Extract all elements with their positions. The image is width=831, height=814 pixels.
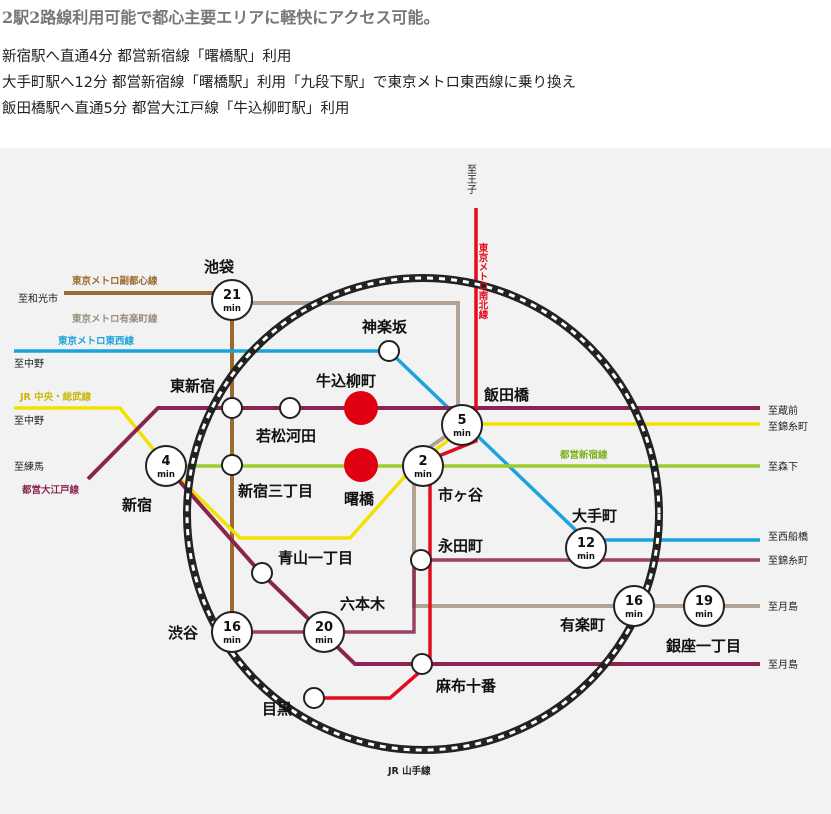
station-label-roppongi: 六本木 [340, 595, 386, 613]
station-label-akebonobashi: 曙橋 [344, 490, 375, 508]
time-unit: min [577, 552, 595, 562]
dest-nakano-tozai: 至中野 [14, 357, 44, 370]
time-badge-shibuya: 16 min [211, 611, 253, 653]
station-label-yurakucho: 有楽町 [560, 616, 605, 634]
station-label-ushigomeyanagicho: 牛込柳町 [316, 372, 376, 390]
time-value: 16 [625, 594, 643, 609]
time-badge-ikebukuro: 21 min [211, 279, 253, 321]
station-label-nagatacho: 永田町 [437, 537, 483, 555]
time-unit: min [414, 470, 432, 480]
line-tozai [14, 349, 760, 542]
home-station-akebonobashi [344, 448, 378, 482]
label-tozai: 東京メトロ東西線 [57, 335, 135, 347]
station-label-iidabashi: 飯田橋 [483, 386, 530, 404]
time-badge-ginzaitchome: 19 min [683, 585, 725, 627]
time-badge-yurakucho: 16 min [613, 585, 655, 627]
access-line: 飯田橋駅へ直通5分 都営大江戸線「牛込柳町駅」利用 [2, 101, 350, 117]
dest-nerima: 至練馬 [14, 460, 44, 473]
station-label-meguro: 目黒 [262, 700, 292, 718]
dest-tsukishima-1: 至月島 [768, 600, 798, 613]
station-label-shibuya: 渋谷 [168, 624, 199, 642]
station-label-ginzaitchome: 銀座一丁目 [666, 637, 741, 655]
time-badge-ichigaya: 2 min [402, 445, 444, 487]
dest-nakano-chuo: 至中野 [14, 414, 44, 427]
label-oedo: 都営大江戸線 [21, 484, 80, 496]
station-label-azabujuban: 麻布十番 [435, 677, 497, 695]
time-value: 20 [315, 620, 333, 635]
line-oedo [86, 406, 760, 481]
station-label-ichigaya: 市ヶ谷 [438, 486, 484, 504]
station-label-higashishinjuku: 東新宿 [170, 377, 215, 395]
dest-tsukishima-2: 至月島 [768, 658, 798, 671]
time-unit: min [223, 304, 241, 314]
dest-kuramae: 至蔵前 [768, 404, 798, 417]
label-fukutoshin: 東京メトロ副都心線 [71, 275, 158, 287]
time-badge-otemachi: 12 min [565, 527, 607, 569]
route-map-svg: 東京メトロ副都心線 東京メトロ有楽町線 東京メトロ東西線 JR 中央・総武線 都… [0, 148, 831, 814]
station-label-kagurazaka: 神楽坂 [362, 318, 408, 336]
time-value: 16 [223, 620, 241, 635]
time-unit: min [157, 470, 175, 480]
station-dot-kagurazaka [378, 340, 400, 362]
time-unit: min [453, 429, 471, 439]
dest-kinshicho-2: 至錦糸町 [768, 554, 808, 567]
dest-oji: 至王子 [465, 164, 477, 194]
yamanote-ring-dash [185, 276, 661, 752]
line-hibiya [412, 423, 760, 608]
line-yurakucho [232, 301, 460, 419]
route-map: 東京メトロ副都心線 東京メトロ有楽町線 東京メトロ東西線 JR 中央・総武線 都… [0, 148, 831, 814]
time-value: 4 [161, 454, 170, 469]
time-value: 2 [418, 454, 427, 469]
station-dot-nagatacho [410, 549, 432, 571]
time-unit: min [625, 610, 643, 620]
time-value: 19 [695, 594, 713, 609]
time-value: 5 [457, 413, 466, 428]
dest-nishifunabashi: 至西船橋 [768, 530, 808, 543]
time-badge-iidabashi: 5 min [441, 404, 483, 446]
access-summary: 新宿駅へ直通4分 都営新宿線「曙橋駅」利用 大手町駅へ12分 都営新宿線「曙橋駅… [2, 44, 576, 122]
time-unit: min [315, 636, 333, 646]
dest-kinshicho-1: 至錦糸町 [768, 420, 808, 433]
line-oedo-south [164, 464, 760, 666]
headline: 2駅2路線利用可能で都心主要エリアに軽快にアクセス可能。 [2, 8, 440, 27]
station-label-otemachi: 大手町 [572, 507, 617, 525]
dest-wakoshi: 至和光市 [18, 292, 58, 305]
time-badge-roppongi: 20 min [303, 611, 345, 653]
station-label-ikebukuro: 池袋 [204, 258, 235, 276]
station-label-wakamatsukawada: 若松河田 [255, 427, 316, 445]
label-shinjuku: 都営新宿線 [559, 449, 608, 461]
station-label-shinjuku: 新宿 [122, 496, 152, 514]
station-dot-wakamatsukawada [279, 397, 301, 419]
station-dot-shinjukusanchome [221, 454, 243, 476]
label-namboku: 東京メトロ南北線 [477, 242, 490, 320]
label-yamanote: JR 山手線 [387, 765, 431, 777]
station-label-aoyamaitchome: 青山一丁目 [278, 549, 353, 567]
station-dot-azabujuban [411, 653, 433, 675]
access-line: 新宿駅へ直通4分 都営新宿線「曙橋駅」利用 [2, 49, 292, 65]
station-dot-meguro [303, 687, 325, 709]
access-line: 大手町駅へ12分 都営新宿線「曙橋駅」利用「九段下駅」で東京メトロ東西線に乗り換… [2, 75, 577, 91]
time-value: 21 [223, 288, 241, 303]
station-dot-higashishinjuku [221, 397, 243, 419]
time-value: 12 [577, 536, 595, 551]
time-unit: min [223, 636, 241, 646]
station-label-shinjukusanchome: 新宿三丁目 [238, 482, 313, 500]
dest-morishita: 至森下 [768, 460, 798, 473]
label-yurakucho: 東京メトロ有楽町線 [71, 313, 158, 325]
time-unit: min [695, 610, 713, 620]
station-dot-aoyamaitchome [251, 562, 273, 584]
time-badge-shinjuku: 4 min [145, 445, 187, 487]
label-chuo: JR 中央・総武線 [19, 391, 92, 403]
home-station-ushigomeyanagicho [344, 391, 378, 425]
